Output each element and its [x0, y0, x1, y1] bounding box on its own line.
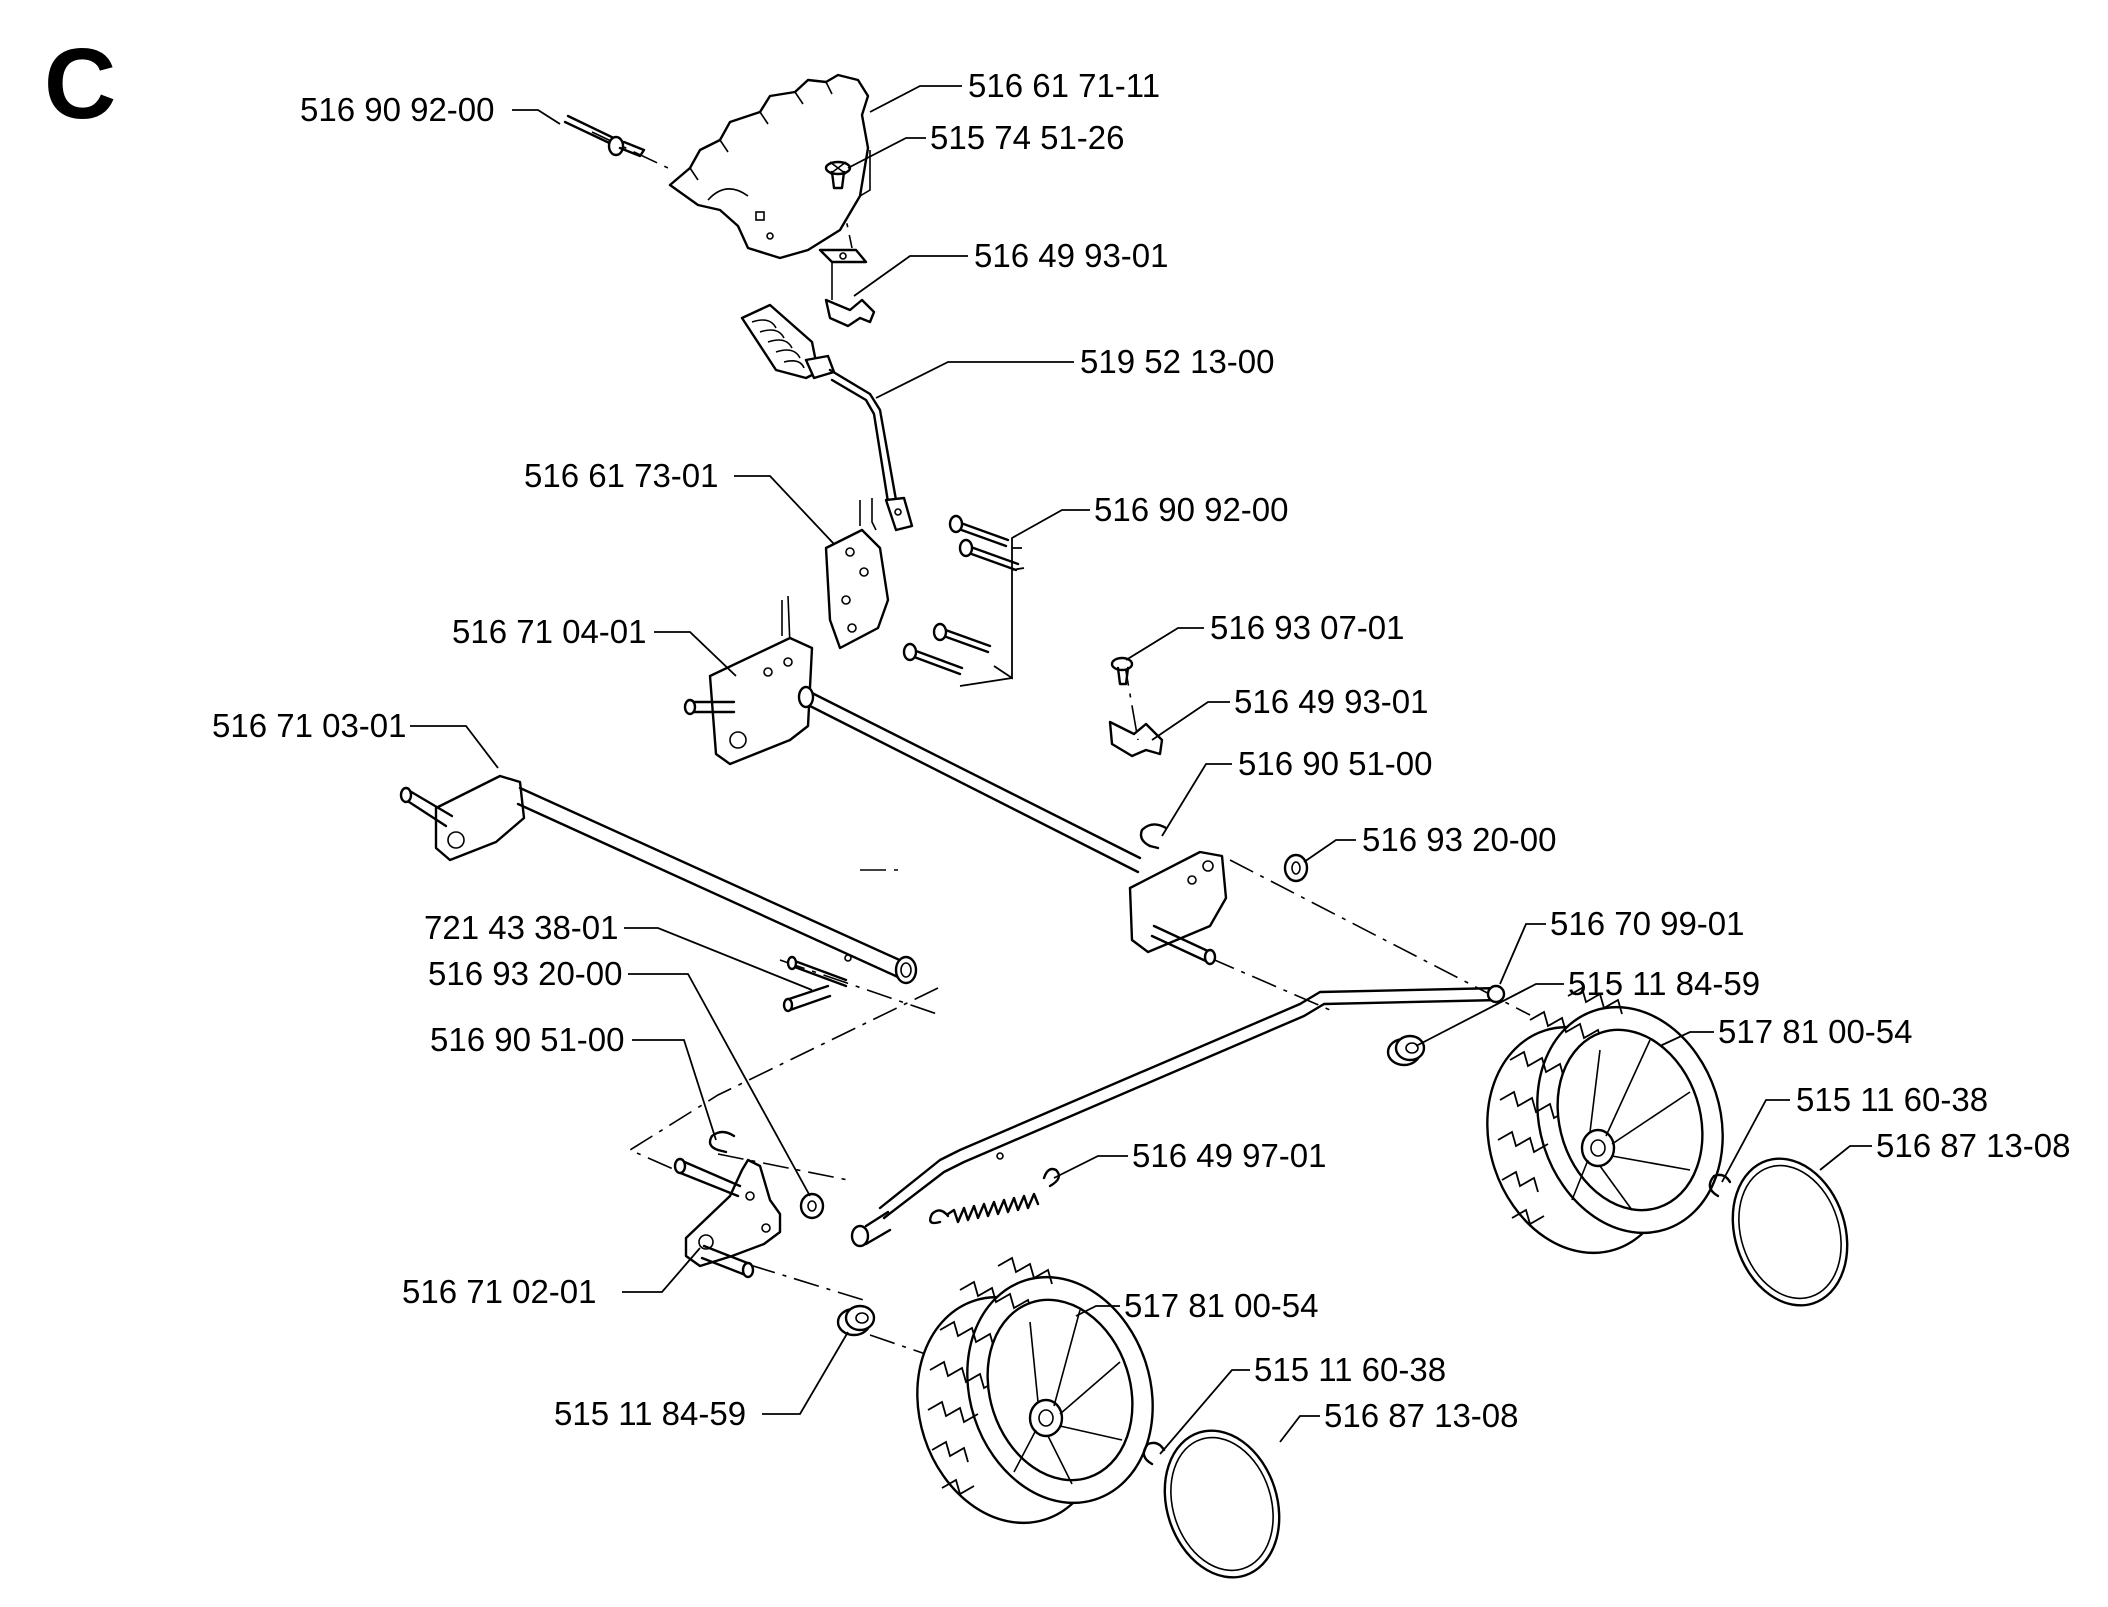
- washer-left-part: [799, 1192, 825, 1220]
- part-label: 515 11 84-59: [554, 1395, 746, 1432]
- part-label: 516 71 03-01: [212, 707, 407, 744]
- part-label: 516 87 13-08: [1324, 1397, 1519, 1434]
- connecting-rod-part: [850, 984, 1506, 1248]
- pin-part: [563, 114, 646, 158]
- pins-part: [902, 514, 1020, 676]
- lever-part: [740, 303, 914, 532]
- wheel-left-part: [916, 1256, 1154, 1525]
- part-label: 515 11 60-38: [1796, 1081, 1988, 1118]
- clip-part: [818, 248, 876, 328]
- screw-part: [824, 160, 852, 190]
- part-label: 516 70 99-01: [1550, 905, 1745, 942]
- part-label: 516 71 04-01: [452, 613, 647, 650]
- hubcap-left-part: [1163, 1429, 1281, 1579]
- part-label: 517 81 00-54: [1124, 1287, 1319, 1324]
- part-label: 519 52 13-00: [1080, 343, 1275, 380]
- part-label: 516 49 93-01: [1234, 683, 1429, 720]
- circlip-right-part: [1708, 1173, 1732, 1198]
- lever-plate-part: [781, 498, 890, 651]
- part-label: 516 93 20-00: [428, 955, 623, 992]
- part-label: 516 90 92-00: [300, 91, 495, 128]
- front-axle-bracket-part: [673, 1130, 782, 1279]
- part-label: 516 49 93-01: [974, 237, 1169, 274]
- leader-lines: [410, 85, 1872, 1455]
- right-axle-bracket-part: [1128, 823, 1228, 966]
- part-label: 515 11 84-59: [1568, 965, 1760, 1002]
- left-axle-bracket-part: [399, 774, 918, 988]
- height-adjust-bracket-part: [668, 73, 871, 260]
- upper-axle-bracket-part: [683, 636, 1142, 874]
- part-label: 516 61 71-11: [968, 67, 1160, 104]
- spring-part: [929, 1167, 1061, 1225]
- wheel-right-part: [1486, 986, 1724, 1255]
- part-label: 516 93 07-01: [1210, 609, 1405, 646]
- part-label: 515 74 51-26: [930, 119, 1125, 156]
- part-label: 517 81 00-54: [1718, 1013, 1913, 1050]
- bushing-left-part: [836, 1304, 876, 1337]
- right-screw-clip-part: [1108, 656, 1164, 758]
- part-label: 516 93 20-00: [1362, 821, 1557, 858]
- washer-right-part: [1283, 853, 1309, 883]
- part-label: 516 90 51-00: [1238, 745, 1433, 782]
- part-label: 516 71 02-01: [402, 1273, 597, 1310]
- section-letter: C: [44, 28, 116, 140]
- part-label: 721 43 38-01: [424, 909, 619, 946]
- part-label: 516 87 13-08: [1876, 1127, 2071, 1164]
- hubcap-right-part: [1731, 1157, 1849, 1307]
- part-label: 516 90 92-00: [1094, 491, 1289, 528]
- part-label: 515 11 60-38: [1254, 1351, 1446, 1388]
- part-label: 516 49 97-01: [1132, 1137, 1327, 1174]
- part-label: 516 61 73-01: [524, 457, 719, 494]
- circlip-left-part: [1142, 1441, 1166, 1466]
- part-labels: 516 90 92-00 516 61 71-11 515 74 51-26 5…: [212, 67, 2071, 1434]
- bushing-right-part: [1386, 1034, 1426, 1067]
- part-label: 516 90 51-00: [430, 1021, 625, 1058]
- tube-pin-part: [782, 954, 852, 1013]
